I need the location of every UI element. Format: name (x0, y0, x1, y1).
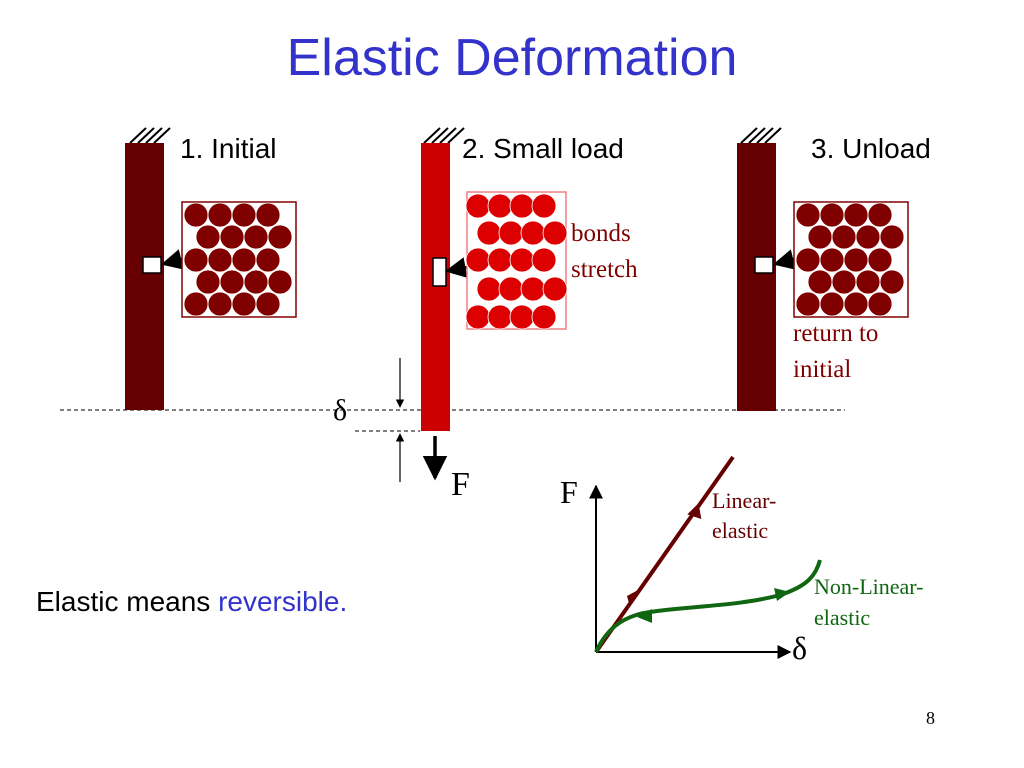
slide-title: Elastic Deformation (286, 29, 738, 87)
stage3-bar (737, 143, 776, 411)
wall-hatch-icon (740, 127, 782, 144)
force-label: F (451, 466, 470, 503)
stage2-bar-group (395, 127, 568, 482)
return-label-line1: return to (793, 320, 879, 347)
stage1-atoms (183, 202, 293, 317)
caption-prefix: Elastic means (36, 586, 219, 617)
wall-hatch-icon (423, 127, 465, 144)
stage1-bar-group (125, 127, 297, 410)
stretch-label: stretch (571, 256, 638, 283)
graph-x-axis-label: δ (792, 630, 808, 666)
graph-y-axis-label: F (560, 474, 578, 510)
delta-label: δ (333, 394, 348, 427)
return-label-line2: initial (793, 356, 852, 383)
stage1-bar (125, 143, 164, 410)
stage2-bar (421, 143, 450, 431)
stage3-atoms (795, 202, 905, 317)
stage2-label: 2. Small load (462, 133, 624, 164)
linear-down-arrowhead (627, 590, 638, 607)
nonlinear-elastic-label-line2: elastic (814, 605, 871, 630)
stage2-element-marker (432, 257, 447, 287)
bonds-label: bonds (571, 220, 631, 247)
stage3-label: 3. Unload (811, 133, 931, 164)
stage3-element-marker (754, 256, 774, 274)
linear-elastic-label-line2: elastic (712, 518, 769, 543)
stage2-atoms (465, 193, 568, 330)
nonlinear-elastic-curve (594, 559, 822, 653)
wall-hatch-icon (129, 127, 171, 144)
linear-up-arrowhead (687, 503, 702, 520)
stage1-element-marker (142, 256, 162, 274)
force-displacement-graph (589, 455, 822, 659)
page-number: 8 (926, 708, 935, 728)
nonlinear-elastic-label-line1: Non-Linear- (814, 574, 924, 599)
caption-highlight: reversible. (218, 586, 348, 617)
stage3-bar-group (737, 127, 909, 411)
caption-text: Elastic means reversible. (36, 586, 347, 618)
nonlinear-down-arrowhead (637, 609, 652, 623)
linear-elastic-label-line1: Linear- (712, 488, 777, 513)
nonlinear-up-arrowhead (774, 588, 790, 601)
stage1-label: 1. Initial (180, 133, 277, 164)
linear-elastic-curve (594, 455, 735, 654)
